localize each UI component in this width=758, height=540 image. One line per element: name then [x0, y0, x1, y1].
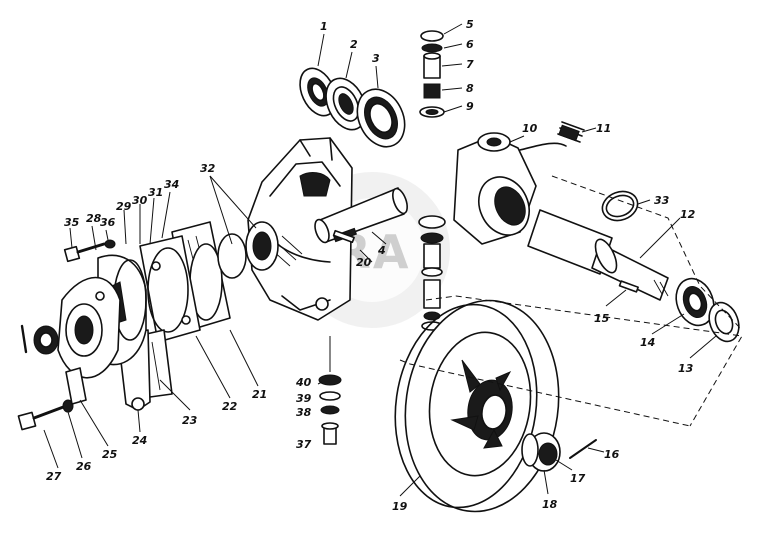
flange-22 [139, 235, 201, 343]
callout-40: 40 [295, 376, 312, 389]
callout-10: 10 [522, 122, 538, 135]
callout-8: 8 [466, 82, 474, 95]
callout-23: 23 [182, 414, 198, 427]
callout-20: 20 [356, 256, 372, 269]
leader-lines [43, 23, 717, 497]
callout-29: 29 [116, 200, 132, 213]
callout-3: 3 [372, 52, 380, 65]
callout-39: 39 [296, 392, 312, 405]
brake-disc [394, 299, 560, 513]
bolt-35 [63, 242, 106, 263]
callout-27: 27 [46, 470, 62, 483]
callout-18: 18 [542, 498, 558, 511]
bolt-stack [318, 336, 342, 445]
callout-24: 24 [132, 434, 147, 447]
callout-30: 30 [132, 194, 148, 207]
spring-11 [557, 121, 585, 143]
adjusting-shaft [527, 209, 669, 301]
callout-36: 36 [100, 216, 116, 229]
kingpin-stack-upper [419, 30, 445, 118]
callout-38: 38 [296, 406, 312, 419]
callout-15: 15 [594, 312, 610, 325]
callout-14: 14 [640, 336, 655, 349]
callout-11: 11 [596, 122, 611, 135]
callout-labels: 1 2 3 4 5 6 7 8 9 10 11 12 13 14 15 16 1… [46, 18, 696, 513]
cotter-pin-16 [569, 439, 597, 459]
seal-13 [708, 301, 740, 343]
bearing-3 [356, 88, 406, 148]
callout-12: 12 [680, 208, 696, 221]
kingpin-stack-lower [418, 215, 446, 331]
callout-16: 16 [604, 448, 620, 461]
hub-nut-left [20, 324, 59, 355]
callout-28: 28 [86, 212, 102, 225]
callout-26: 26 [76, 460, 92, 473]
callout-34: 34 [164, 178, 179, 191]
callout-2: 2 [350, 38, 358, 51]
key-15 [618, 280, 639, 293]
callout-37: 37 [296, 438, 312, 451]
hub-body [57, 276, 121, 379]
key-20 [332, 229, 355, 244]
callout-1: 1 [320, 20, 328, 33]
callout-4: 4 [377, 244, 386, 257]
callout-19: 19 [392, 500, 408, 513]
tie-rod-end [453, 132, 567, 245]
callout-7: 7 [466, 58, 474, 71]
o-ring-33 [601, 190, 639, 222]
washer-36 [104, 239, 116, 249]
assembly-guide-lines [399, 175, 743, 427]
callout-6: 6 [466, 38, 474, 51]
callout-22: 22 [222, 400, 238, 413]
callout-9: 9 [466, 100, 474, 113]
callout-31: 31 [148, 186, 163, 199]
callout-25: 25 [102, 448, 118, 461]
callout-35: 35 [64, 216, 80, 229]
clip-25 [65, 367, 87, 405]
callout-17: 17 [570, 472, 586, 485]
callout-13: 13 [678, 362, 694, 375]
hub-nut-18 [521, 432, 561, 472]
callout-33: 33 [654, 194, 670, 207]
callout-5: 5 [466, 18, 474, 31]
pads-32 [217, 221, 279, 279]
callout-21: 21 [252, 388, 267, 401]
callout-32: 32 [200, 162, 216, 175]
bolt-27 [17, 399, 74, 431]
